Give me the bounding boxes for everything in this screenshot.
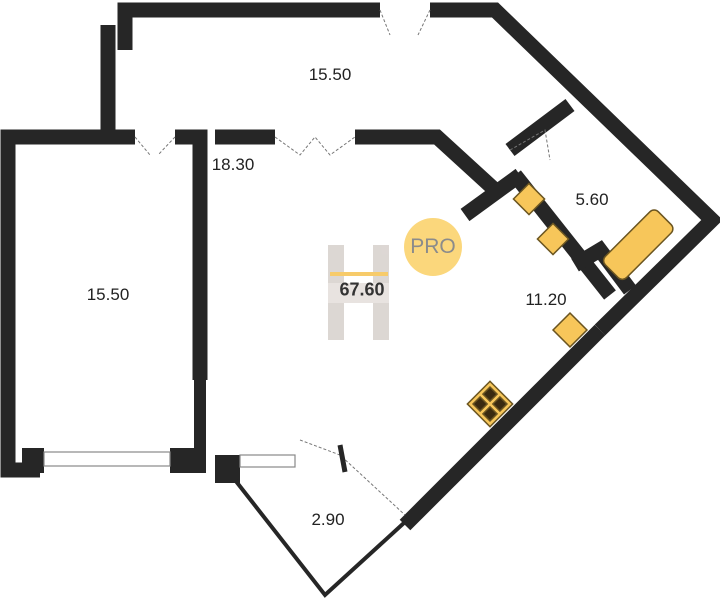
room-area-bathroom: 5.60: [575, 190, 609, 209]
windows: [43, 451, 296, 468]
walls: [0, 2, 720, 531]
room-area-hall: 11.20: [525, 290, 567, 309]
bathtub-icon: [602, 209, 674, 281]
room-area-top: 15.50: [308, 65, 352, 84]
outer-wall-top: [117, 2, 380, 50]
outer-wall-top-right: [430, 2, 720, 336]
toilet-icon: [512, 182, 546, 216]
room-area-left: 15.50: [86, 285, 130, 304]
logo-icon: [328, 245, 389, 340]
sink-icon: [536, 222, 570, 256]
balcony-outline: [233, 478, 407, 598]
inner-wall-top2: [355, 129, 501, 196]
bath-wall-upper: [505, 99, 575, 156]
left-room-right-wall: [175, 129, 208, 380]
total-area: 67.60: [339, 279, 385, 300]
pro-badge: PRO: [404, 218, 462, 276]
room-area-balcony: 2.90: [311, 510, 345, 529]
kitchen-sink-icon: [551, 311, 589, 349]
outer-wall-diagonal: [399, 324, 606, 531]
room-area-living: 18.30: [211, 155, 255, 174]
fixtures: [466, 182, 674, 428]
stove-icon: [466, 380, 514, 428]
